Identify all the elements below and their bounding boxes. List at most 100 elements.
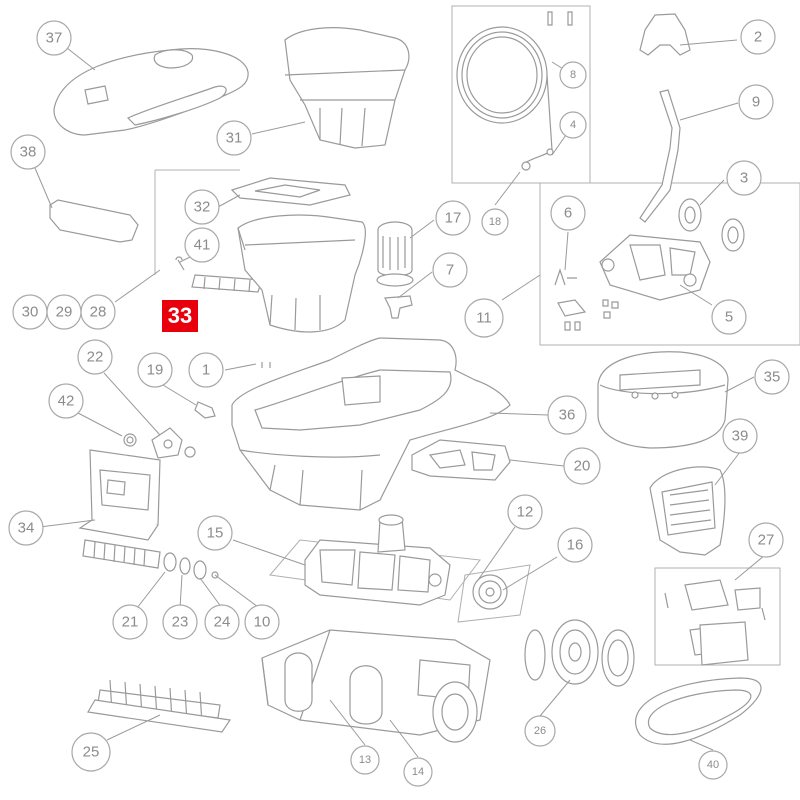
callout-3: 3 (726, 160, 762, 196)
callout-36: 36 (547, 395, 587, 435)
bracket-part (194, 401, 216, 419)
svg-text:32: 32 (194, 199, 211, 216)
callout-1: 1 (188, 352, 224, 388)
svg-text:42: 42 (58, 393, 75, 410)
svg-text:41: 41 (194, 237, 211, 254)
motor-cover-part (649, 466, 726, 556)
caddy-handle-part (639, 89, 681, 223)
svg-text:10: 10 (254, 614, 271, 631)
small-hardware-part (554, 268, 619, 331)
callout-41: 41 (184, 227, 220, 263)
svg-text:34: 34 (18, 520, 35, 537)
svg-text:26: 26 (534, 725, 546, 737)
bushing-part (123, 433, 137, 447)
svg-text:9: 9 (752, 94, 760, 111)
highlighted-callout-33: 33 (162, 300, 198, 332)
pin-part (175, 256, 185, 271)
callout-35: 35 (754, 359, 790, 395)
hub-part (151, 427, 196, 459)
callout-14: 14 (403, 757, 433, 787)
insert-part (411, 439, 511, 481)
callout-4: 4 (559, 111, 587, 139)
motor-unit-part (304, 514, 451, 606)
callout-16: 16 (557, 527, 593, 563)
svg-text:2: 2 (754, 29, 762, 46)
callout-42: 42 (48, 383, 84, 419)
filter-strip-part (191, 274, 263, 293)
callout-37: 37 (36, 20, 72, 56)
svg-text:37: 37 (46, 30, 63, 47)
callout-24: 24 (204, 604, 240, 640)
svg-text:27: 27 (758, 532, 775, 549)
svg-text:13: 13 (359, 754, 371, 766)
parts (49, 11, 766, 745)
callout-17: 17 (435, 200, 471, 236)
svg-text:28: 28 (90, 304, 107, 321)
callout-21: 21 (112, 604, 148, 640)
svg-text:18: 18 (489, 216, 501, 228)
callout-22: 22 (77, 339, 113, 375)
filter-cartridge-part (376, 221, 414, 287)
callout-20: 20 (563, 447, 601, 485)
svg-text:5: 5 (725, 309, 733, 326)
svg-text:6: 6 (564, 205, 572, 222)
filter-basket-part (284, 27, 410, 149)
flap-part (78, 449, 161, 541)
callout-39: 39 (722, 418, 758, 454)
svg-text:35: 35 (764, 369, 781, 386)
svg-text:12: 12 (517, 504, 534, 521)
brush-part (87, 679, 232, 733)
svg-text:15: 15 (207, 525, 224, 542)
callout-13: 13 (350, 745, 380, 775)
svg-text:38: 38 (20, 144, 37, 161)
handle-piece-part (49, 199, 139, 243)
svg-text:31: 31 (226, 130, 243, 147)
callout-19: 19 (137, 352, 173, 388)
callout-27: 27 (748, 522, 784, 558)
callout-32: 32 (184, 189, 220, 225)
callouts: 37 31 38 32 41 30 29 28 17 7 8 4 18 2 9 … (8, 19, 790, 787)
svg-text:30: 30 (22, 304, 39, 321)
callout-26: 26 (524, 715, 556, 747)
drive-wheel-part (524, 619, 635, 687)
callout-30: 30 (12, 294, 48, 330)
screw-part (261, 362, 271, 368)
svg-text:29: 29 (56, 304, 73, 321)
callout-23: 23 (162, 604, 198, 640)
filter-frame-part (230, 177, 351, 206)
svg-text:14: 14 (412, 766, 424, 778)
leader-lines (34, 39, 766, 758)
svg-text:19: 19 (147, 362, 164, 379)
chassis-part (261, 629, 491, 743)
clip-part (639, 13, 691, 56)
svg-text:16: 16 (567, 537, 584, 554)
svg-text:21: 21 (122, 614, 139, 631)
callout-28: 28 (80, 294, 116, 330)
callout-12: 12 (507, 494, 543, 530)
callout-40: 40 (698, 750, 728, 780)
cable-coil-part (456, 11, 573, 171)
callout-34: 34 (8, 510, 44, 546)
callout-6: 6 (550, 195, 586, 231)
svg-text:7: 7 (446, 262, 454, 279)
callout-38: 38 (10, 134, 46, 170)
svg-text:24: 24 (214, 614, 231, 631)
callout-5: 5 (711, 299, 747, 335)
callout-31: 31 (216, 120, 252, 156)
caddy-wheel-part (678, 198, 745, 252)
svg-text:8: 8 (570, 69, 576, 81)
power-supply-part (597, 351, 729, 449)
svg-text:1: 1 (202, 362, 210, 379)
svg-text:36: 36 (559, 407, 576, 424)
callout-7: 7 (432, 252, 468, 288)
brush-roll-part (82, 539, 207, 580)
callout-29: 29 (46, 294, 82, 330)
gear-part (472, 574, 508, 610)
svg-text:22: 22 (87, 349, 104, 366)
filter-body-part (237, 214, 366, 333)
belt-part (634, 677, 762, 745)
callout-18: 18 (481, 208, 509, 236)
callout-8: 8 (559, 61, 587, 89)
svg-text:23: 23 (172, 614, 189, 631)
